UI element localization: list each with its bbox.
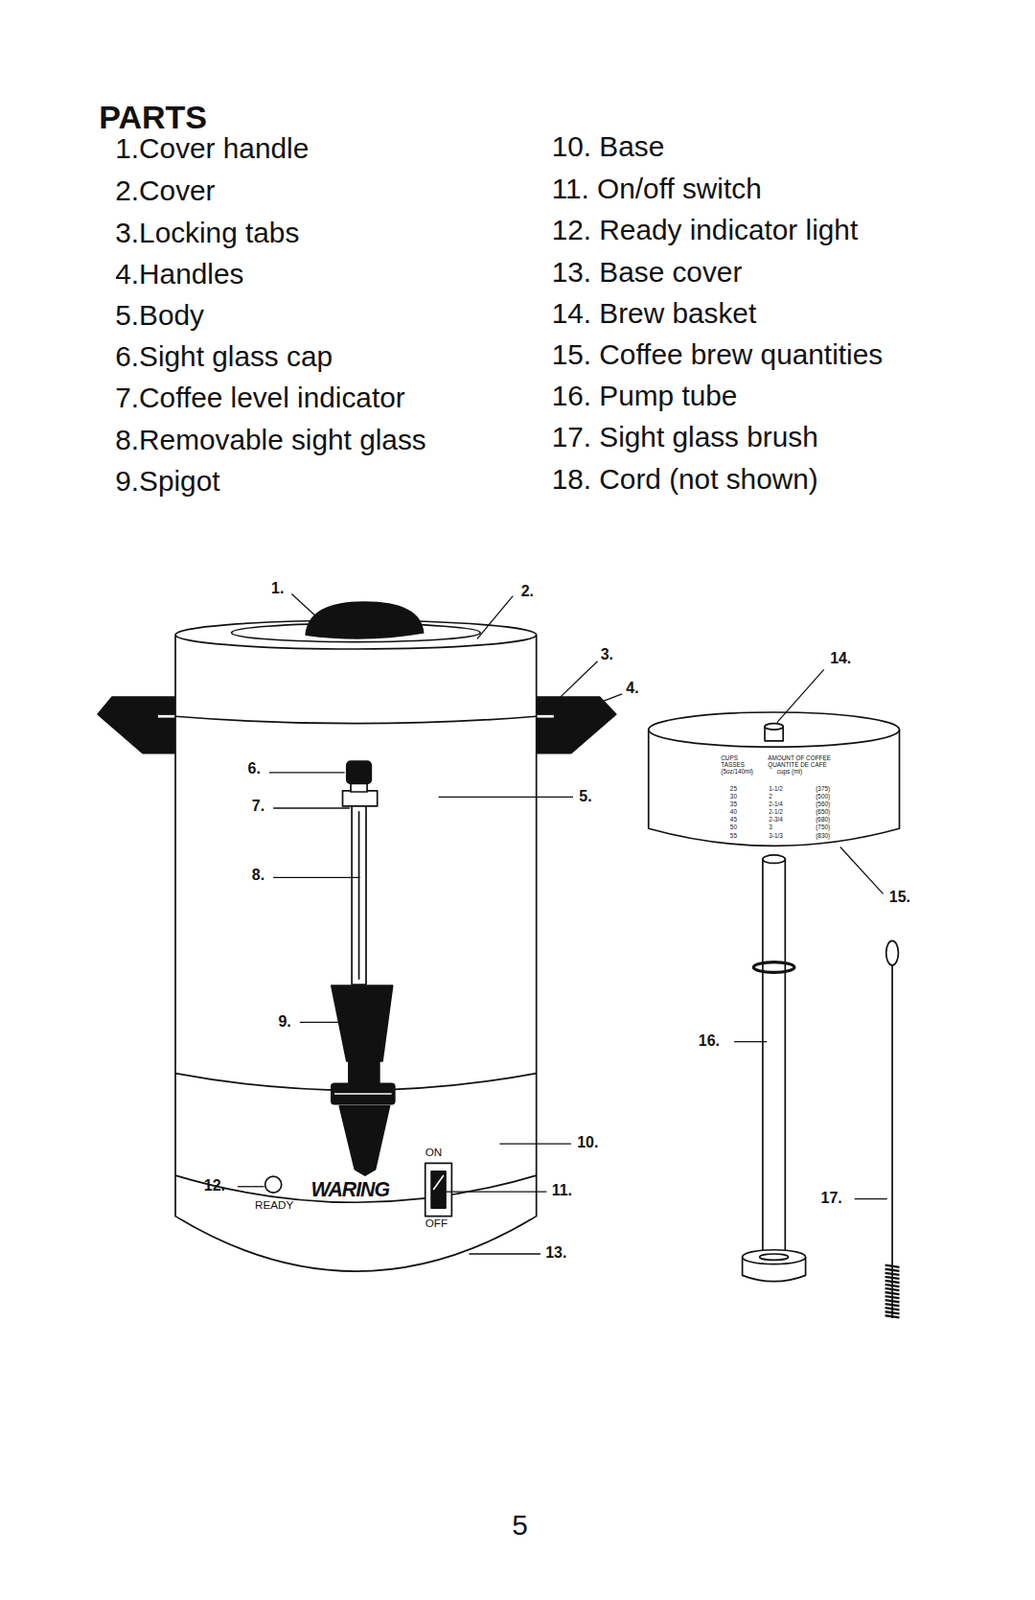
callout-number: 9. — [277, 1012, 291, 1031]
bristle — [885, 1268, 900, 1271]
table-cell: AMOUNT OF COFFEE — [767, 754, 831, 761]
bristle — [885, 1295, 900, 1298]
cover-handle — [305, 601, 423, 639]
sight-glass-cap — [346, 760, 372, 783]
table-cell: 30 — [730, 792, 737, 800]
table-cell: 35 — [730, 800, 737, 807]
part-name: 13. Base cover — [552, 256, 743, 289]
part-name: 2.Cover — [115, 175, 215, 207]
part-name: 4.Handles — [115, 258, 244, 291]
device-marking: OFF — [425, 1216, 448, 1229]
table-cell: cups (ml) — [777, 768, 803, 776]
part-name: 17. Sight glass brush — [552, 421, 819, 454]
bristle — [885, 1272, 900, 1275]
part-name: 1.Cover handle — [115, 133, 309, 165]
table-cell: TASSES — [720, 761, 745, 769]
callout-number: 4. — [625, 679, 639, 697]
callout-number: 6. — [248, 760, 261, 779]
bristle — [885, 1311, 900, 1313]
urn-body — [175, 634, 537, 1271]
callout-number: 5. — [578, 787, 592, 805]
table-cell: 45 — [730, 816, 737, 824]
device-marking: ON — [425, 1146, 443, 1159]
part-name: 7.Coffee level indicator — [115, 382, 405, 414]
title: PARTS — [98, 99, 207, 136]
table-cell: (650) — [815, 808, 830, 816]
part-name: 12. Ready indicator light — [552, 214, 859, 247]
part-name: 9.Spigot — [115, 465, 220, 498]
part-name: 11. On/off switch — [552, 172, 762, 205]
part-name: 6.Sight glass cap — [115, 341, 333, 373]
device-marking: READY — [254, 1197, 294, 1211]
table-cell: 2-1/4 — [768, 800, 783, 807]
callout-number: 13. — [545, 1243, 567, 1262]
sight-glass — [351, 805, 367, 985]
part-name: 3.Locking tabs — [115, 216, 299, 249]
bristle — [885, 1303, 900, 1306]
callout-number: 17. — [821, 1189, 843, 1207]
part-name: 18. Cord (not shown) — [552, 463, 819, 496]
page-number: 5 — [511, 1508, 529, 1541]
table-cell: CUPS — [720, 754, 738, 761]
table-cell: 2-3/4 — [768, 816, 783, 824]
callout-number: 10. — [576, 1133, 598, 1151]
table-cell: (560) — [815, 800, 830, 807]
table-cell: 2 — [768, 792, 773, 800]
callout-number: 16. — [698, 1033, 720, 1051]
leader-lines — [237, 594, 888, 1254]
bristle — [885, 1265, 900, 1267]
spigot — [331, 985, 393, 1061]
callout-number: 2. — [521, 582, 534, 600]
switch — [425, 1162, 453, 1216]
callout-number: 8. — [252, 866, 265, 884]
callout-number: 14. — [829, 650, 851, 668]
callout-number: 1. — [271, 579, 284, 598]
callout-number: 7. — [252, 797, 265, 815]
ready-light — [265, 1175, 282, 1193]
table-cell: 3-1/3 — [768, 831, 783, 839]
part-name: 10. Base — [552, 131, 666, 163]
table-cell: 2-1/2 — [768, 808, 783, 816]
table-cell: 50 — [730, 824, 737, 831]
table-cell: 25 — [730, 784, 737, 792]
base-cover-seam — [175, 1174, 537, 1202]
callout-number: 11. — [552, 1181, 573, 1199]
part-name: 16. Pump tube — [552, 379, 738, 412]
table-cell: (5oz/140ml) — [720, 768, 754, 776]
table-cell: (500) — [815, 792, 830, 800]
table-cell: 55 — [730, 831, 737, 839]
table-cell: (375) — [815, 784, 830, 792]
bristle — [885, 1299, 900, 1302]
table-cell: (680) — [815, 816, 830, 824]
device-marking: WARING — [311, 1178, 390, 1201]
callout-number: 3. — [600, 645, 614, 664]
part-name: 8.Removable sight glass — [115, 423, 426, 456]
table-cell: (830) — [815, 831, 830, 839]
bristle — [885, 1288, 900, 1290]
part-name: 5.Body — [115, 299, 205, 331]
pump-tube — [762, 858, 785, 1259]
brush — [886, 940, 899, 966]
table-cell: 1-1/2 — [768, 784, 783, 792]
table-cell: 40 — [730, 808, 737, 816]
part-name: 14. Brew basket — [552, 297, 758, 329]
table-cell: (750) — [815, 824, 830, 831]
bristle — [885, 1314, 900, 1317]
bristle — [885, 1307, 900, 1310]
cover-seam — [175, 715, 537, 723]
part-name: 15. Coffee brew quantities — [552, 339, 883, 371]
handle — [536, 696, 617, 754]
bristle — [885, 1276, 900, 1279]
table-cell: 3 — [768, 824, 773, 831]
table-cell: QUANTITÉ DE CAFÉ — [767, 761, 828, 769]
level-indicator — [343, 790, 378, 806]
callout-number: 12. — [204, 1177, 226, 1196]
bristle — [885, 1280, 900, 1283]
handle — [97, 696, 176, 754]
bristle — [885, 1284, 900, 1287]
bristle — [885, 1291, 900, 1294]
callout-number: 15. — [889, 889, 911, 907]
